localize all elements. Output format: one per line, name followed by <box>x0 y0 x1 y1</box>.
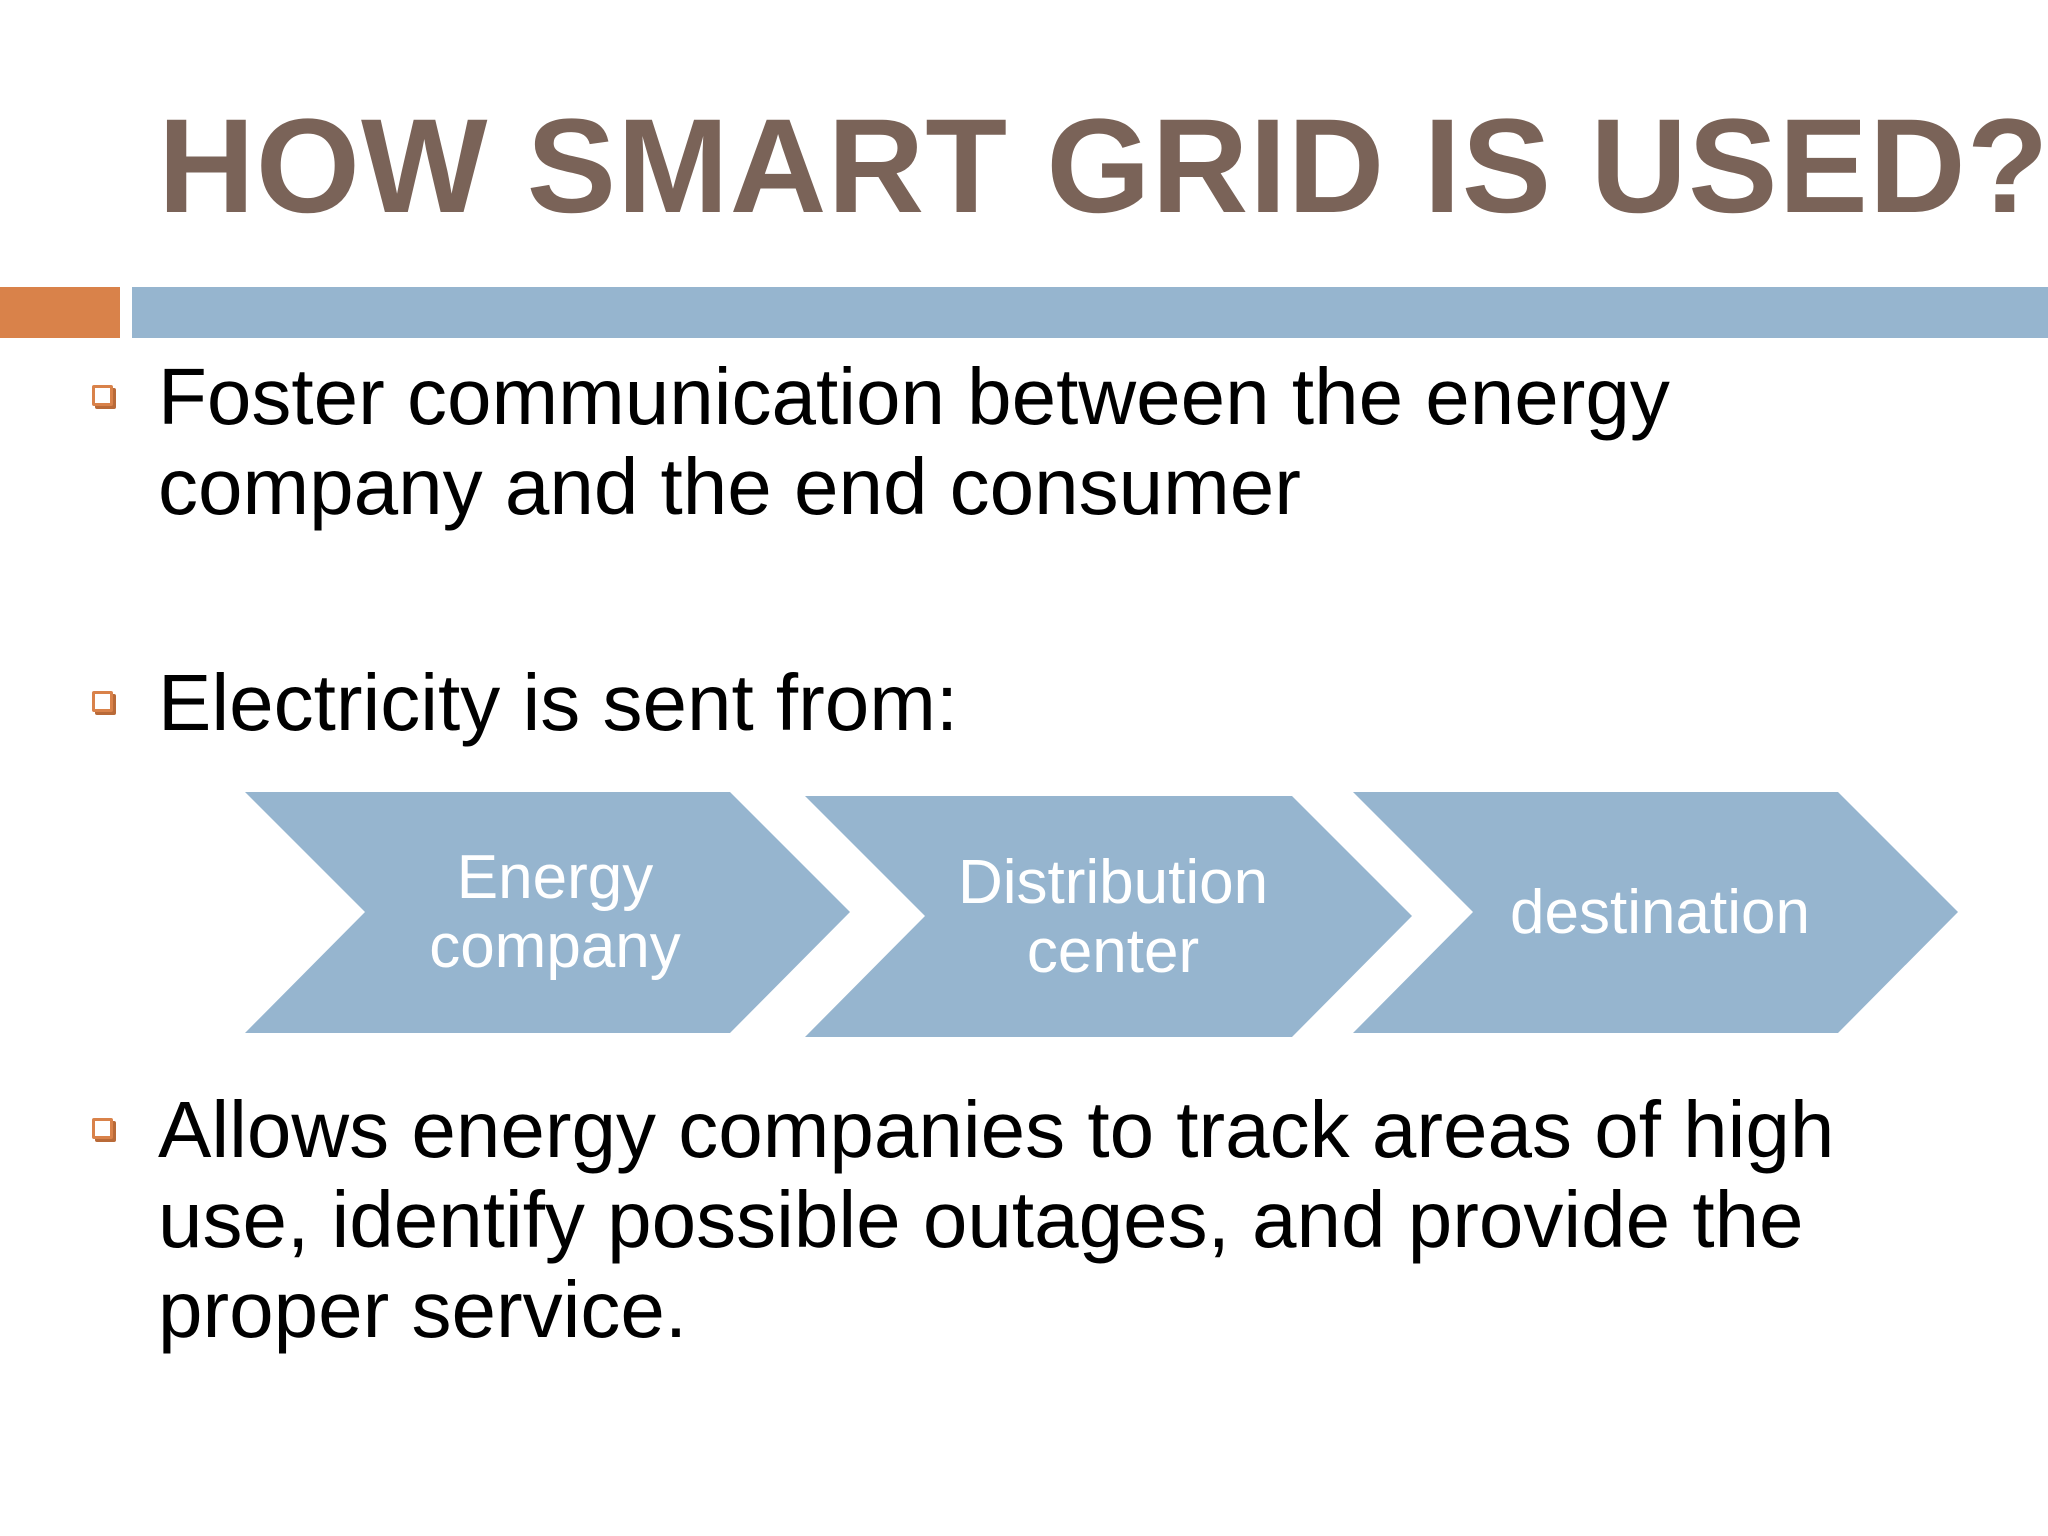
bullet-item-electricity: Electricity is sent from: <box>92 658 1978 748</box>
bullet-item-tracking: Allows energy companies to track areas o… <box>92 1085 1978 1355</box>
bullet-text: Electricity is sent from: <box>158 658 959 747</box>
checkbox-bullet-icon <box>92 385 113 406</box>
chevron-arrow-shape <box>1353 792 1958 1033</box>
title-accent-bar <box>0 287 120 338</box>
process-step-energy-company: Energy company <box>245 792 850 1033</box>
bullet-item-communication: Foster communication between the energy … <box>92 352 1978 532</box>
chevron-arrow-shape <box>805 796 1412 1037</box>
bullet-text: Foster communication between the energy … <box>158 352 1670 531</box>
title-rule-bar <box>132 287 2048 338</box>
chevron-arrow-shape <box>245 792 850 1033</box>
slide-title: HOW SMART GRID IS USED? <box>158 92 2048 241</box>
checkbox-bullet-icon <box>92 691 113 712</box>
process-step-destination: destination <box>1353 792 1958 1033</box>
bullet-text: Allows energy companies to track areas o… <box>158 1085 1835 1354</box>
checkbox-bullet-icon <box>92 1118 113 1139</box>
process-step-distribution-center: Distribution center <box>805 796 1412 1037</box>
